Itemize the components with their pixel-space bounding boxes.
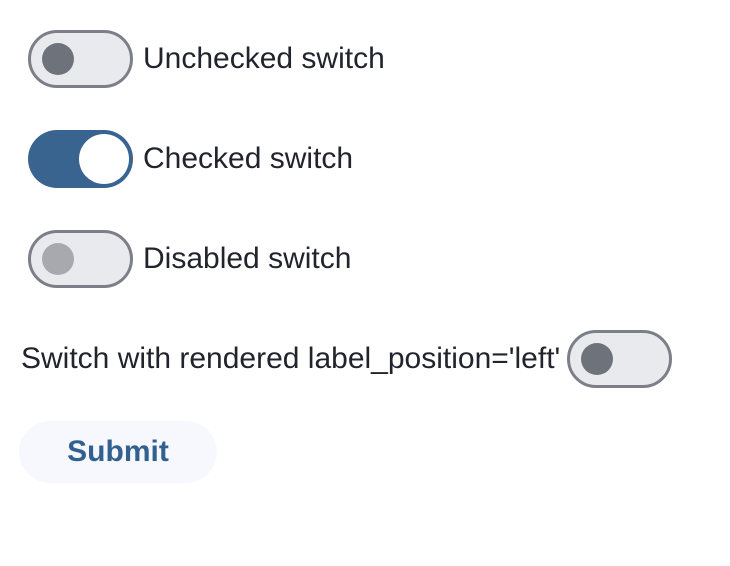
disabled-switch [28,230,133,288]
switch-knob [79,134,129,184]
checked-switch[interactable] [28,130,133,188]
switch-knob [581,343,614,375]
switch-row-label-left: Switch with rendered label_position='lef… [21,330,702,388]
switch-form: Unchecked switch Checked switch Disabled… [19,30,702,483]
switch-label: Switch with rendered label_position='lef… [21,342,561,375]
left-labeled-switch[interactable] [567,330,673,388]
switch-row: Unchecked switch [28,30,702,88]
switch-row: Disabled switch [28,230,702,288]
unchecked-switch[interactable] [28,30,133,88]
switch-knob [42,43,74,75]
switch-label: Unchecked switch [143,42,385,75]
switch-label: Checked switch [143,142,354,175]
submit-button[interactable]: Submit [19,421,217,483]
switch-label: Disabled switch [143,242,352,275]
switch-row: Checked switch [28,130,702,188]
switch-knob [42,243,74,275]
